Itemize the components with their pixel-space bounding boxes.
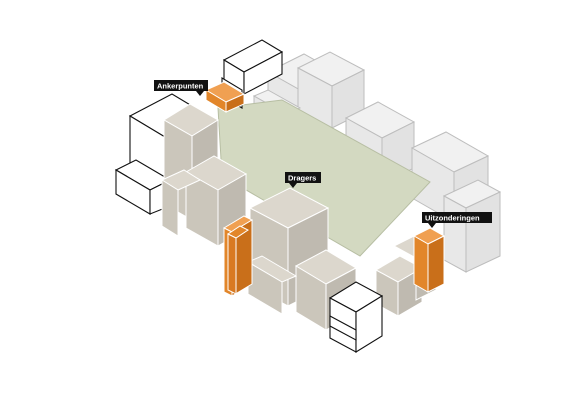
context-block-5	[442, 179, 502, 273]
label-dragers: Dragers	[285, 172, 321, 188]
label-ankerpunten-text: Ankerpunten	[157, 82, 204, 91]
carrier-block-2	[184, 155, 248, 247]
carrier-block-0	[160, 169, 202, 237]
carrier-block-5	[246, 255, 298, 315]
label-ankerpunten: Ankerpunten	[154, 80, 208, 96]
anchor-point-top	[204, 81, 246, 113]
anchor-point-right	[412, 227, 446, 293]
anchor-points	[204, 81, 446, 297]
carrier-blocks-left	[160, 103, 248, 247]
context-block-2	[296, 51, 366, 129]
label-dragers-text: Dragers	[288, 174, 316, 183]
exception-tower-bottom	[328, 281, 384, 353]
anchor-point-left	[222, 215, 254, 297]
label-uitzonderingen-text: Uitzonderingen	[425, 214, 480, 223]
label-uitzonderingen: Uitzonderingen	[422, 212, 492, 228]
